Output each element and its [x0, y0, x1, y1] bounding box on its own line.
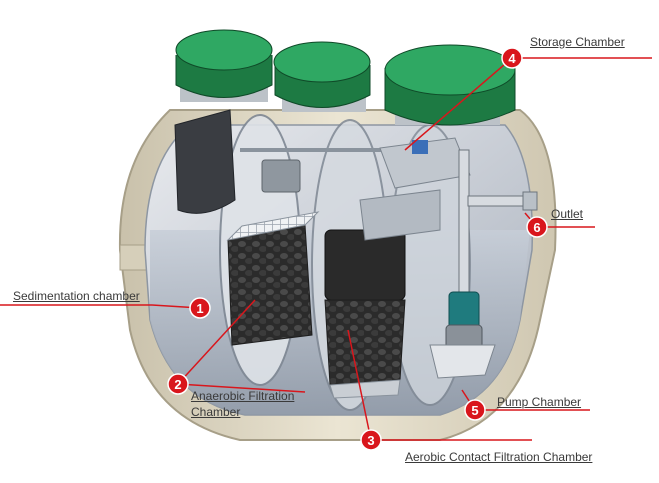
svg-text:1: 1: [196, 301, 203, 316]
svg-text:6: 6: [533, 220, 540, 235]
label-pump-chamber[interactable]: Pump Chamber: [497, 395, 582, 409]
label-aerobic-contact-chamber[interactable]: Aerobic Contact Filtration Chamber: [405, 450, 593, 464]
label-anaerobic-line2[interactable]: Chamber: [191, 405, 241, 419]
label-anaerobic-line1[interactable]: Anaerobic Filtration: [191, 389, 295, 403]
marker-6[interactable]: 6: [526, 216, 548, 238]
manhole-lid-right: [384, 44, 516, 126]
svg-text:5: 5: [471, 403, 478, 418]
storage-unit: [359, 137, 471, 241]
marker-4[interactable]: 4: [501, 47, 523, 69]
marker-3[interactable]: 3: [360, 429, 382, 451]
svg-text:4: 4: [508, 51, 516, 66]
sedimentation-hopper: [174, 109, 236, 214]
manhole-lid-left: [175, 29, 273, 102]
label-storage-chamber[interactable]: Storage Chamber: [530, 35, 625, 49]
marker-1[interactable]: 1: [189, 297, 211, 319]
marker-2[interactable]: 2: [167, 373, 189, 395]
manhole-lid-center: [273, 41, 371, 112]
aerobic-filter-media: [324, 229, 406, 399]
svg-text:3: 3: [367, 433, 374, 448]
label-outlet[interactable]: Outlet: [551, 207, 584, 221]
pump-assembly: [429, 149, 538, 379]
svg-text:2: 2: [174, 377, 181, 392]
marker-5[interactable]: 5: [464, 399, 486, 421]
label-sedimentation-chamber[interactable]: Sedimentation chamber: [13, 289, 140, 303]
anaerobic-filter-media: [226, 148, 400, 346]
